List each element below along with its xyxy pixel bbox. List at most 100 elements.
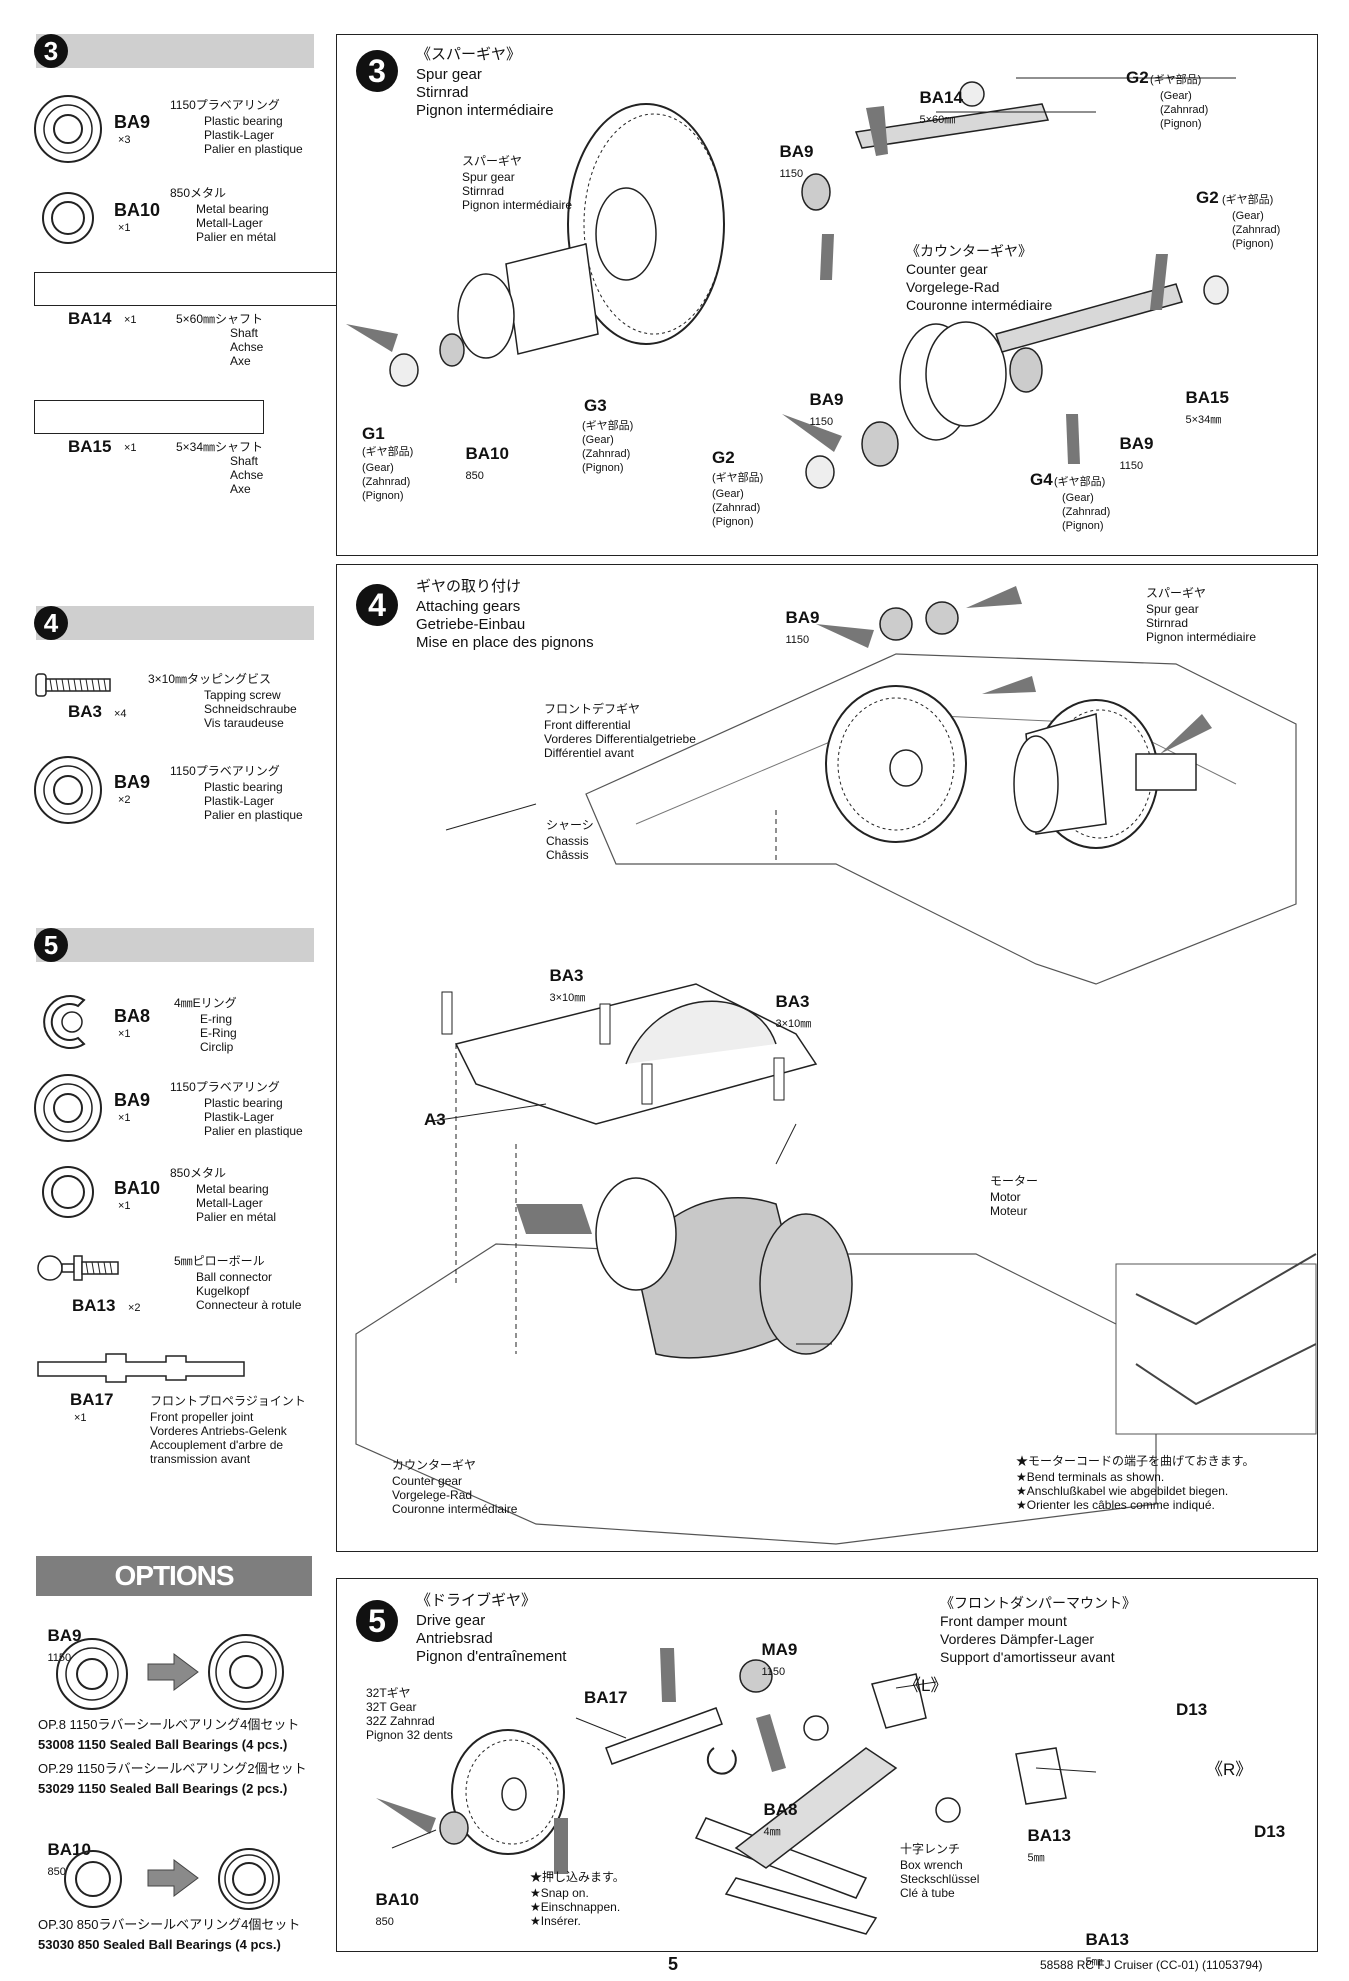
page-footer-code: 58588 RC FJ Cruiser (CC-01) (11053794) [1040,1958,1263,1972]
counter-gear-de: Vorgelege-Rad [906,279,1000,295]
sealed-bearing-icon [218,1848,280,1910]
counter-gear-de: Vorgelege-Rad [392,1488,473,1502]
part-name-de: Metall-Lager [196,1196,263,1210]
counter-gear-jp: カウンターギヤ [392,1458,477,1472]
gear-de: (Zahnrad) [1232,224,1281,236]
callout-code: BA15 [1185,388,1229,407]
option-op30-en: 53030 850 Sealed Ball Bearings (4 pcs.) [38,1937,281,1952]
ba3-callout: BA3 3×10㎜ [540,946,585,1008]
front-diff-fr: Différentiel avant [544,746,634,760]
step5-title-en: Drive gear [416,1612,486,1629]
counter-gear-en: Counter gear [906,261,988,277]
part-name-fr: Vis taraudeuse [204,716,284,730]
gear-fr: (Pignon) [712,516,754,528]
part-name-en: Shaft [230,454,259,468]
callout-code: BA10 [375,1890,419,1909]
part-qty: ×1 [118,222,131,234]
callout-size: 5㎜ [1085,1956,1103,1968]
ba17-callout: BA17 [584,1688,628,1707]
snap-note-jp: ★押し込みます。 [530,1870,625,1884]
sealed-bearing-icon [208,1634,284,1710]
spur-gear-jp: スパーギヤ [1146,586,1207,600]
gear-fr: (Pignon) [582,462,624,474]
gear-en: (Gear) [712,488,744,500]
callout-size: 5×34㎜ [1185,414,1222,426]
spur-gear-fr: Pignon intermédiaire [1146,630,1257,644]
chassis-jp: シャーシ [546,818,594,832]
callout-code: BA3 [549,966,584,985]
part-name-jp: フロントプロペラジョイント [150,1394,306,1408]
part-name-de: E-Ring [200,1026,237,1040]
gear-fr: (Pignon) [1232,238,1274,250]
arrow-right-icon [147,1859,199,1897]
part-name-en: Metal bearing [196,202,269,216]
bearing-ba10-icon [42,1166,94,1218]
snap-note-de: ★Einschnappen. [530,1900,621,1914]
box-wrench-fr: Clé à tube [900,1886,955,1900]
counter-gear-en: Counter gear [392,1474,463,1488]
option-size: 1150 [47,1652,72,1664]
ba14-callout: BA14 5×60㎜ [910,68,963,130]
part-qty: ×1 [124,314,137,326]
part-name-de: Plastik-Lager [204,128,275,142]
part-name-en: Tapping screw [204,688,281,702]
callout-size: 1150 [761,1666,786,1678]
step5-title-de: Antriebsrad [416,1630,493,1647]
part-qty: ×1 [118,1200,131,1212]
gear-en: (Gear) [1062,492,1094,504]
part-name-en: Shaft [230,326,259,340]
callout-code: BA9 [785,608,820,627]
step4-parts-number: 4 [34,606,68,640]
chassis-en: Chassis [546,834,589,848]
ba9-callout: BA9 1150 [800,370,843,432]
gear-jp: (ギヤ部品) [1054,476,1106,488]
g1-callout: G1 [362,424,385,443]
g3-callout: G3 [584,396,607,415]
callout-size: 1150 [785,634,810,646]
bearing-ba9-icon [56,1638,128,1710]
part-code: BA10 [114,1178,161,1198]
step5-title-fr: Pignon d'entraînement [416,1648,567,1665]
gear-de: (Zahnrad) [582,448,631,460]
step3-title-de: Stirnrad [416,84,469,101]
part-name-jp: 850メタル [170,186,227,200]
part-name-de: Metall-Lager [196,216,263,230]
option-size: 850 [47,1866,66,1878]
part-name-fr: Connecteur à rotule [196,1298,302,1312]
callout-size: 1150 [1119,460,1144,472]
d13-callout: D13 [1176,1700,1208,1719]
callout-code: BA9 [1119,434,1154,453]
part-name-fr: Palier en plastique [204,1124,303,1138]
step5-parts-header [36,928,314,962]
box-wrench-jp: 十字レンチ [900,1842,961,1856]
step3-parts-number: 3 [34,34,68,68]
callout-code: BA14 [919,88,963,107]
part-code: BA9 [114,1090,151,1110]
ba13-callout: BA13 5㎜ [1018,1806,1070,1868]
part-code: BA9 [114,772,151,792]
gear32-fr: Pignon 32 dents [366,1728,453,1742]
option-op30-jp: OP.30 850ラバーシールベアリング4個セット [38,1917,301,1932]
part-code: BA14 [68,309,112,328]
part-name-jp: 5㎜ピローボール [174,1254,265,1268]
counter-gear-fr: Couronne intermédiaire [906,297,1053,313]
d13-callout: D13 [1254,1822,1286,1841]
step4-chassis-illustration [355,586,1317,1545]
callout-size: 1150 [779,168,804,180]
gear-de: (Zahnrad) [712,502,761,514]
gear-fr: (Pignon) [1062,520,1104,532]
motor-de: Moteur [990,1204,1028,1218]
option-ba9-code: BA9 1150 [38,1606,81,1668]
part-code: BA9 [114,112,151,132]
right-side-label: 《R》 [1206,1760,1253,1779]
part-qty: ×3 [118,134,131,146]
spur-gear-de: Stirnrad [1146,616,1189,630]
part-qty: ×2 [128,1302,141,1314]
motor-en: Motor [990,1190,1021,1204]
callout-code: BA10 [465,444,509,463]
gear-jp: (ギヤ部品) [712,472,764,484]
part-name-en: Ball connector [196,1270,273,1284]
part-name-fr: Palier en plastique [204,808,303,822]
step4-title-jp: ギヤの取り付け [416,578,522,595]
part-code: BA8 [114,1006,151,1026]
